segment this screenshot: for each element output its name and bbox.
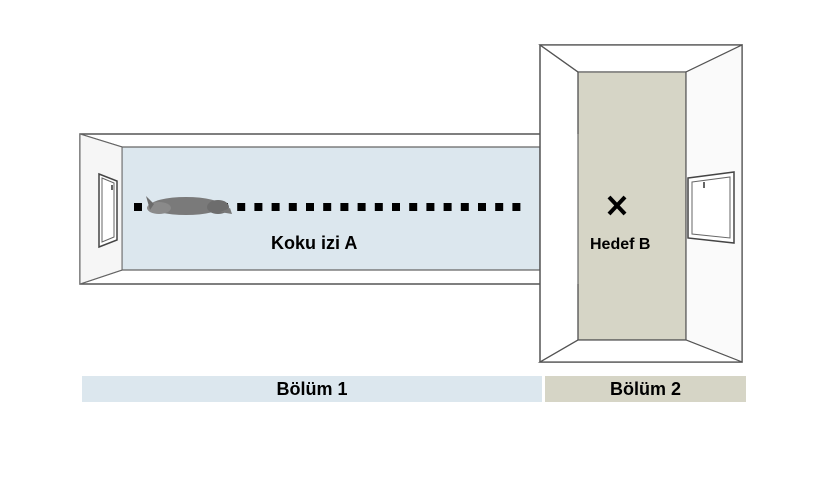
trail-dot	[254, 203, 263, 211]
trail-dot	[374, 203, 383, 211]
trail-dot	[323, 203, 332, 211]
trail-dot	[460, 203, 469, 211]
section-1-label: Bölüm 1	[276, 378, 348, 399]
trail-dot	[340, 203, 349, 211]
section-1-bar: Bölüm 1	[82, 376, 542, 402]
trail-dot	[357, 203, 366, 211]
room-section-2	[537, 44, 743, 363]
scent-trail-label: Koku izi A	[271, 233, 358, 253]
door-icon	[687, 171, 735, 244]
trail-dot	[288, 203, 297, 211]
trail-dot	[443, 203, 452, 211]
trail-dot	[306, 203, 314, 211]
dog-icon	[146, 196, 232, 215]
trail-dot	[495, 203, 504, 211]
door-icon	[98, 172, 118, 249]
trail-dot	[478, 203, 486, 211]
trail-dot	[134, 203, 142, 211]
trail-dot	[271, 203, 280, 211]
section-2-label: Bölüm 2	[609, 378, 681, 399]
trail-dot	[426, 203, 435, 211]
trail-dot	[237, 203, 246, 211]
section-2-bar: Bölüm 2	[545, 376, 746, 402]
trail-dot	[409, 203, 418, 211]
trail-dot	[512, 203, 521, 211]
x-mark-icon	[607, 195, 627, 216]
target-label: Hedef B	[590, 236, 651, 253]
trail-dot	[392, 203, 400, 211]
room2-floor	[577, 71, 687, 341]
